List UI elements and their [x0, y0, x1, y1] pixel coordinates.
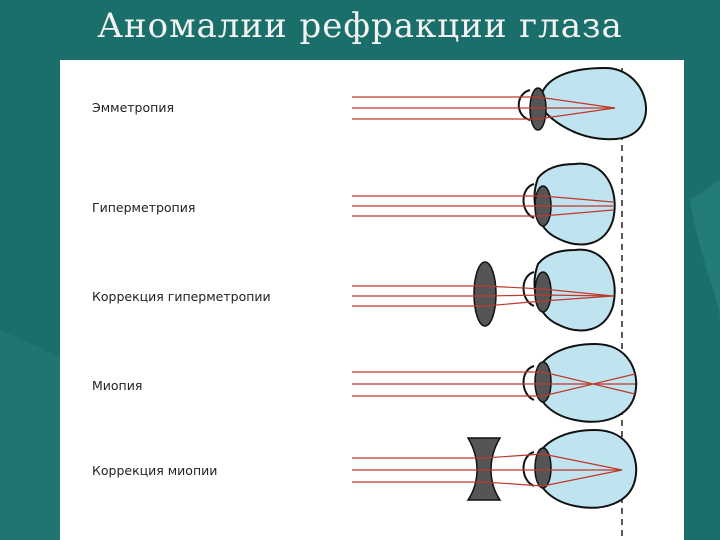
row-myopia: [352, 342, 638, 423]
row-hypermetropia: [352, 162, 616, 246]
eye-emmetropia: [517, 66, 647, 141]
row-hypermetropia-correction: [352, 248, 616, 332]
eye-hypermetropia: [522, 162, 616, 246]
rays-myopia-correction: [352, 453, 623, 487]
rays-myopia: [352, 371, 636, 397]
row-myopia-correction: [352, 428, 638, 509]
eye-myopia-corrected: [522, 428, 638, 509]
rays-hypermetropia-correction: [352, 285, 614, 307]
row-emmetropia: [352, 66, 647, 141]
label-myopia: Миопия: [92, 378, 143, 393]
concave-correction-lens: [466, 437, 502, 501]
rays-hypermetropia: [352, 195, 614, 217]
eye-myopia: [522, 342, 638, 423]
diagram-panel: Эмметропия Гиперметропия Коррекция гипер…: [60, 60, 684, 540]
convex-correction-lens: [473, 261, 497, 327]
rays-emmetropia: [352, 96, 616, 120]
eye-hypermetropia-corrected: [522, 248, 616, 332]
label-hypermetropia: Гиперметропия: [92, 200, 196, 215]
label-hypermetropia-correction: Коррекция гиперметропии: [92, 289, 271, 304]
page-title: Аномалии рефракции глаза: [97, 6, 623, 46]
refraction-diagram: [352, 66, 647, 538]
label-emmetropia: Эмметропия: [92, 100, 174, 115]
label-myopia-correction: Коррекция миопии: [92, 463, 218, 478]
